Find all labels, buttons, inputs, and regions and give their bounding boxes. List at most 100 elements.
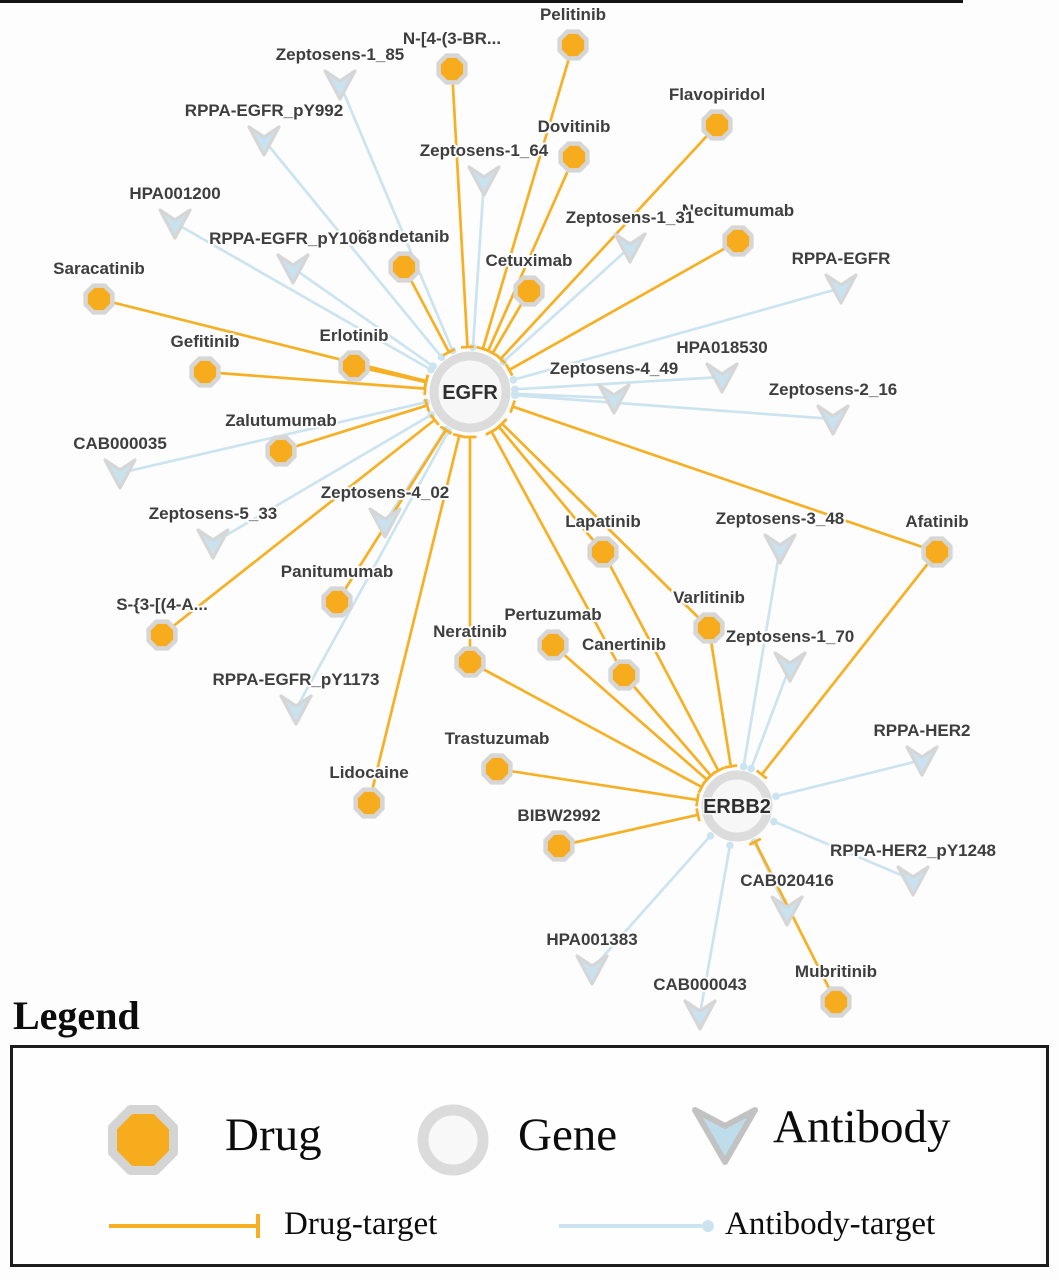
edge-tee-marker: [695, 808, 701, 822]
drug-node-mubritinib: [820, 986, 852, 1018]
gene-node-egfr: [429, 351, 511, 433]
antibody-node-zeptosens-4-02: [368, 507, 402, 539]
antibody-icon: [692, 1107, 758, 1165]
antibody-node-zeptosens-1-70: [773, 651, 807, 683]
drug-node-dovitinib: [558, 141, 590, 173]
edge-tee-marker: [697, 780, 707, 794]
drug-node-vandetanib: [388, 251, 420, 283]
edge-dot-marker: [429, 362, 437, 370]
drug-target-edge-bibw2992-erbb2: [558, 813, 699, 848]
node-label-zeptosens-5-33: Zeptosens-5_33: [149, 504, 278, 523]
node-label-hpa001200: HPA001200: [129, 184, 220, 203]
antibody-target-edge-rppa-egfr-py992-egfr: [262, 139, 443, 359]
antibody-target-edge-hpa018530-egfr: [514, 375, 723, 391]
edge-tee-marker: [452, 432, 466, 439]
antibody-node-zeptosens-2-16: [816, 404, 850, 436]
legend-box: Drug Gene Antibody Drug-target Antibody-…: [10, 1045, 1049, 1267]
edge-dot-marker: [747, 764, 755, 773]
node-label-trastuzumab: Trastuzumab: [445, 729, 550, 748]
antibody-node-cab000035: [103, 458, 137, 490]
node-label-neratinib: Neratinib: [433, 622, 507, 641]
node-label-cetuximab: Cetuximab: [486, 251, 573, 270]
node-label-cab000035: CAB000035: [73, 434, 167, 453]
drug-node-s3-4a: [146, 619, 178, 651]
drug-node-zalutumumab: [265, 435, 297, 467]
drug-node-flavopiridol: [701, 109, 733, 141]
drug-target-edge-lapatinib-egfr: [497, 425, 605, 553]
drug-target-edge-lapatinib-erbb2: [601, 551, 720, 772]
antibody-node-rppa-egfr-py992: [247, 125, 281, 157]
node-label-zeptosens-4-02: Zeptosens-4_02: [321, 483, 450, 502]
edge-tee-marker: [748, 837, 762, 846]
node-label-rppa-egfr-py1173: RPPA-EGFR_pY1173: [213, 670, 380, 689]
drug-node-pelitinib: [557, 29, 589, 61]
node-label-zeptosens-1-64: Zeptosens-1_64: [420, 141, 549, 160]
legend-antibody-target-label: Antibody-target: [725, 1206, 936, 1242]
drug-node-trastuzumab: [481, 753, 513, 785]
node-label-afatinib: Afatinib: [905, 512, 968, 531]
antibody-node-hpa001200: [158, 208, 192, 240]
edge-tee-marker: [423, 398, 431, 413]
antibody-target-edge-icon: [559, 1220, 714, 1232]
drug-node-panitumumab: [321, 586, 353, 618]
drug-node-lidocaine: [353, 787, 385, 819]
legend-drug-target-label: Drug-target: [284, 1206, 438, 1242]
drug-target-edge-pertuzumab-erbb2: [552, 643, 708, 781]
antibody-target-edge-zeptosens-1-64-egfr: [471, 179, 486, 348]
drug-target-edge-afatinib-egfr: [512, 405, 938, 554]
node-label-flavopiridol: Flavopiridol: [669, 85, 765, 104]
edge-tee-marker: [439, 425, 453, 435]
edge-tee-marker: [429, 413, 440, 426]
drug-target-edge-varlitinib-egfr: [501, 422, 710, 629]
edge-tee-marker: [695, 793, 700, 807]
node-label-canertinib: Canertinib: [582, 635, 666, 654]
antibody-node-cab000043: [683, 999, 717, 1031]
gene-node-erbb2: [701, 770, 773, 842]
node-label-rppa-egfr: RPPA-EGFR: [792, 249, 891, 268]
drug-target-edge-trastuzumab-erbb2: [496, 767, 698, 802]
node-label-lidocaine: Lidocaine: [329, 763, 408, 782]
drug-node-cetuximab: [513, 275, 545, 307]
antibody-node-hpa018530: [705, 362, 739, 394]
antibody-target-edge-hpa001200-egfr: [174, 221, 432, 371]
drug-target-edge-n4-3br-egfr: [450, 68, 469, 348]
node-label-erlotinib: Erlotinib: [320, 326, 389, 345]
edge-tee-marker: [724, 764, 738, 769]
legend-gene-label: Gene: [518, 1109, 618, 1161]
drug-target-edge-lidocaine-egfr: [367, 435, 461, 804]
legend-antibody-label: Antibody: [773, 1101, 951, 1153]
node-label-n4-3br: N-[4-(3-BR...: [403, 29, 501, 48]
drug-node-n4-3br: [436, 53, 468, 85]
antibody-target-edge-zeptosens-3-48-erbb2: [742, 547, 782, 767]
drug-node-bibw2992: [543, 830, 575, 862]
drug-target-edge-dovitinib-egfr: [486, 156, 576, 352]
drug-target-edge-necitumumab-egfr: [508, 239, 739, 372]
node-label-zeptosens-1-85: Zeptosens-1_85: [276, 45, 405, 64]
node-label-varlitinib: Varlitinib: [673, 588, 745, 607]
edge-tee-marker: [504, 363, 514, 377]
node-label-rppa-her2: RPPA-HER2: [874, 721, 971, 740]
antibody-node-rppa-her2: [905, 745, 939, 777]
drug-target-edge-icon: [109, 1214, 260, 1238]
edge-tee-marker: [485, 427, 498, 436]
antibody-target-edge-rppa-her2-py1248-erbb2: [773, 820, 914, 882]
antibody-node-rppa-egfr-py1173: [279, 694, 313, 726]
antibody-target-edge-hpa001383-erbb2: [590, 834, 712, 970]
drug-node-gefitinib: [189, 356, 221, 388]
edge-tee-marker: [486, 348, 499, 358]
drug-node-neratinib: [454, 646, 486, 678]
antibody-target-edge-zeptosens-1-85-egfr: [338, 83, 454, 352]
node-label-zeptosens-3-48: Zeptosens-3_48: [716, 509, 845, 528]
antibody-node-zeptosens-1-31: [613, 232, 647, 264]
drug-target-edge-s3-4a-egfr: [161, 418, 436, 637]
node-label-zeptosens-1-70: Zeptosens-1_70: [726, 627, 855, 646]
drug-target-edge-mubritinib-erbb2: [753, 841, 838, 1003]
legend-title: Legend: [13, 993, 140, 1038]
edge-tee-marker: [460, 345, 475, 349]
node-label-zeptosens-2-16: Zeptosens-2_16: [769, 380, 898, 399]
drug-node-necitumumab: [722, 225, 754, 257]
top-rule: [0, 0, 963, 3]
antibody-target-edge-zeptosens-1-70-erbb2: [749, 665, 792, 770]
gene-label-erbb2: ERBB2: [703, 796, 771, 818]
